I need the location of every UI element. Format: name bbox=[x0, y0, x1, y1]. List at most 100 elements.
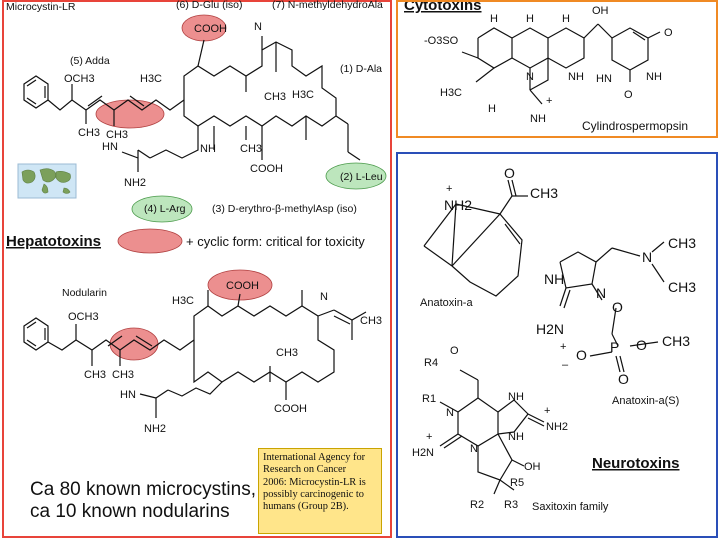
sx-nh3: NH bbox=[508, 431, 524, 443]
iarc-line: Research on Cancer bbox=[263, 464, 347, 476]
sx-o: O bbox=[450, 345, 459, 357]
an-o: O bbox=[504, 165, 515, 181]
anatoxin-as-labels: NH N CH3 CH3 N O H2N + P O CH3 O – O Ana… bbox=[536, 235, 696, 407]
as-o2: O bbox=[636, 337, 647, 353]
iarc-line: humans (Group 2B). bbox=[263, 501, 349, 513]
as-o4: O bbox=[618, 371, 629, 387]
mc-n-nmd: N bbox=[254, 21, 262, 33]
neurotoxins-heading: Neurotoxins bbox=[592, 455, 680, 472]
an-ch3: CH3 bbox=[530, 185, 558, 201]
nodularin-structure bbox=[23, 269, 367, 418]
leu-highlight bbox=[325, 162, 387, 190]
sx-nh1: NH bbox=[508, 391, 524, 403]
nod-ch3-c: CH3 bbox=[360, 315, 382, 327]
anatoxin-as-label: Anatoxin-a(S) bbox=[612, 395, 679, 407]
as-n2: N bbox=[596, 285, 606, 301]
mc-nh2-guan: NH2 bbox=[124, 177, 146, 189]
nod-cooh-b: COOH bbox=[274, 403, 307, 415]
cy-plus: + bbox=[546, 95, 552, 107]
nodularin-title: Nodularin bbox=[62, 287, 107, 299]
saxitoxin-structure bbox=[439, 369, 545, 495]
as-ch3-3: CH3 bbox=[662, 333, 690, 349]
nodularin-labels: Nodularin COOH OCH3 CH3 CH3 H3C CH3 CH3 … bbox=[62, 280, 382, 435]
cy-nh-3: NH bbox=[646, 71, 662, 83]
nod-n: N bbox=[320, 291, 328, 303]
count-line-2: ca 10 known nodularins bbox=[30, 501, 230, 522]
an-plus: + bbox=[446, 183, 452, 195]
anatoxin-a-structure bbox=[423, 179, 528, 297]
mc-hn-guan: HN bbox=[102, 141, 118, 153]
cy-o-2: O bbox=[624, 89, 633, 101]
as-ch3-2: CH3 bbox=[668, 279, 696, 295]
iarc-note: International Agency for Research on Can… bbox=[258, 448, 382, 534]
anatoxin-a-label: Anatoxin-a bbox=[420, 297, 473, 309]
residue-arg-label: (4) L-Arg bbox=[144, 203, 186, 215]
mc-ch2: CH3 bbox=[264, 91, 286, 103]
residue-leu-label: (2) L-Leu bbox=[340, 171, 383, 183]
cy-h3c: H3C bbox=[440, 87, 462, 99]
as-ch3-1: CH3 bbox=[668, 235, 696, 251]
cy-n: N bbox=[526, 71, 534, 83]
residue-ala-label: (1) D-Ala bbox=[340, 63, 382, 75]
cylindrospermopsin-structure bbox=[461, 23, 661, 105]
saxitoxin-label: Saxitoxin family bbox=[532, 501, 609, 513]
anatoxin-as-structure bbox=[559, 241, 665, 373]
nod-nh2: NH2 bbox=[144, 423, 166, 435]
an-nh2: NH2 bbox=[444, 197, 472, 213]
cytotoxins-panel bbox=[396, 0, 718, 138]
nod-h3c: H3C bbox=[172, 295, 194, 307]
as-p: P bbox=[610, 339, 619, 355]
mc-ch3-asp: CH3 bbox=[240, 143, 262, 155]
nod-adda-highlight bbox=[109, 327, 159, 361]
mc-och3: OCH3 bbox=[64, 73, 95, 85]
sx-n1: N bbox=[446, 407, 454, 419]
mc-h3c: H3C bbox=[140, 73, 162, 85]
sx-r3: R3 bbox=[504, 499, 518, 511]
as-minus: – bbox=[562, 359, 569, 371]
nod-och3: OCH3 bbox=[68, 311, 99, 323]
saxitoxin-labels: R4 O R1 N NH NH2 + H2N + N NH OH R5 R2 R… bbox=[412, 345, 609, 513]
residue-asp-label: (3) D-erythro-β-methylAsp (iso) bbox=[212, 203, 357, 215]
sx-oh: OH bbox=[524, 461, 541, 473]
microcystin-labels: Microcystin-LR (6) D-Glu (iso) (7) N-met… bbox=[6, 0, 383, 215]
mc-cooh-asp: COOH bbox=[250, 163, 283, 175]
mc-cooh: COOH bbox=[194, 23, 227, 35]
mc-ch3-a: CH3 bbox=[78, 127, 100, 139]
hepatotoxins-panel bbox=[2, 0, 392, 538]
nod-ch3-b: CH3 bbox=[112, 369, 134, 381]
arg-highlight bbox=[131, 195, 193, 223]
sx-n2: N bbox=[470, 443, 478, 455]
iarc-line: International Agency for bbox=[263, 452, 366, 463]
cy-h-3: H bbox=[562, 13, 570, 25]
legend-swatch bbox=[117, 228, 183, 254]
neurotoxins-panel bbox=[396, 152, 718, 538]
cy-h-1: H bbox=[490, 13, 498, 25]
cy-oh: OH bbox=[592, 5, 609, 17]
anatoxin-a-labels: + NH2 O CH3 Anatoxin-a bbox=[420, 165, 558, 309]
iarc-line: 2006: Microcystin-LR is bbox=[263, 476, 366, 488]
cytotoxins-heading: Cytotoxins bbox=[404, 0, 482, 14]
cy-nh-1: NH bbox=[568, 71, 584, 83]
sx-plus-2: + bbox=[426, 431, 432, 443]
cy-o-1: O bbox=[664, 27, 673, 39]
residue-nmd-label: (7) N-methyldehydroAla bbox=[272, 0, 383, 11]
microcystin-lr-structure bbox=[23, 14, 387, 223]
cylindrospermopsin-label: Cylindrospermopsin bbox=[582, 119, 688, 133]
sx-nh2: NH2 bbox=[546, 421, 568, 433]
sx-r4: R4 bbox=[424, 357, 438, 369]
as-o3: O bbox=[576, 347, 587, 363]
mc-ch3-b: CH3 bbox=[106, 129, 128, 141]
as-hn: NH bbox=[544, 271, 564, 287]
count-line-1: Ca 80 known microcystins, bbox=[30, 479, 256, 500]
sx-h2n: H2N bbox=[412, 447, 434, 459]
cy-h-2: H bbox=[526, 13, 534, 25]
mc-nh: NH bbox=[200, 143, 216, 155]
as-plus: + bbox=[560, 341, 566, 353]
microcystin-title: Microcystin-LR bbox=[6, 1, 76, 13]
mc-h3c-ala: H3C bbox=[292, 89, 314, 101]
nod-hn: HN bbox=[120, 389, 136, 401]
sx-plus-1: + bbox=[544, 405, 550, 417]
residue-glu-label: (6) D-Glu (iso) bbox=[176, 0, 243, 11]
cy-h-4: H bbox=[488, 103, 496, 115]
